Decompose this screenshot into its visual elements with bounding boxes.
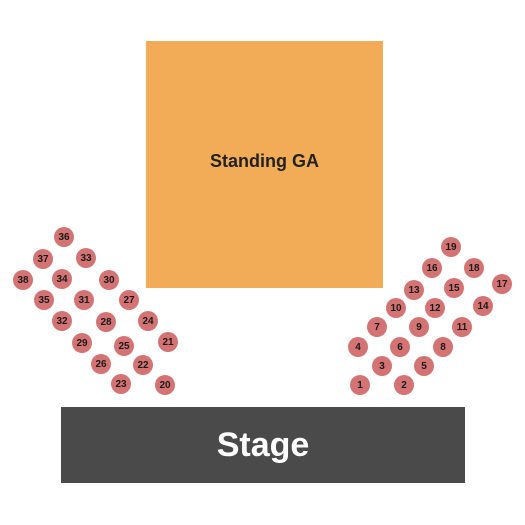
seat-20[interactable]: 20 [155,375,175,395]
seat-17[interactable]: 17 [492,274,512,294]
seat-11[interactable]: 11 [452,317,472,337]
seat-5[interactable]: 5 [414,356,434,376]
seat-27[interactable]: 27 [119,290,139,310]
seat-24[interactable]: 24 [138,311,158,331]
seat-7[interactable]: 7 [367,317,387,337]
seat-4[interactable]: 4 [348,337,368,357]
seat-14[interactable]: 14 [473,296,493,316]
seat-23[interactable]: 23 [111,374,131,394]
seat-19[interactable]: 19 [441,237,461,257]
seat-33[interactable]: 33 [76,248,96,268]
seat-10[interactable]: 10 [386,298,406,318]
seat-26[interactable]: 26 [91,354,111,374]
seat-25[interactable]: 25 [114,336,134,356]
seat-2[interactable]: 2 [394,375,414,395]
seat-37[interactable]: 37 [33,249,53,269]
seat-32[interactable]: 32 [52,311,72,331]
seat-35[interactable]: 35 [34,290,54,310]
seat-6[interactable]: 6 [390,337,410,357]
seat-31[interactable]: 31 [74,290,94,310]
stage: Stage [61,407,465,483]
seat-8[interactable]: 8 [433,337,453,357]
seat-22[interactable]: 22 [133,355,153,375]
seat-9[interactable]: 9 [409,317,429,337]
seat-29[interactable]: 29 [72,333,92,353]
seat-28[interactable]: 28 [96,312,116,332]
seat-16[interactable]: 16 [422,258,442,278]
seat-12[interactable]: 12 [425,298,445,318]
seat-1[interactable]: 1 [350,375,370,395]
seat-38[interactable]: 38 [13,270,33,290]
seat-3[interactable]: 3 [372,356,392,376]
seat-36[interactable]: 36 [54,227,74,247]
seat-18[interactable]: 18 [464,258,484,278]
seat-15[interactable]: 15 [444,278,464,298]
stage-label: Stage [216,425,310,464]
seat-30[interactable]: 30 [99,270,119,290]
standing-ga-label: Standing GA [210,151,319,171]
seat-34[interactable]: 34 [52,269,72,289]
standing-ga-section[interactable]: Standing GA [146,41,383,288]
seat-21[interactable]: 21 [158,332,178,352]
seat-13[interactable]: 13 [404,280,424,300]
